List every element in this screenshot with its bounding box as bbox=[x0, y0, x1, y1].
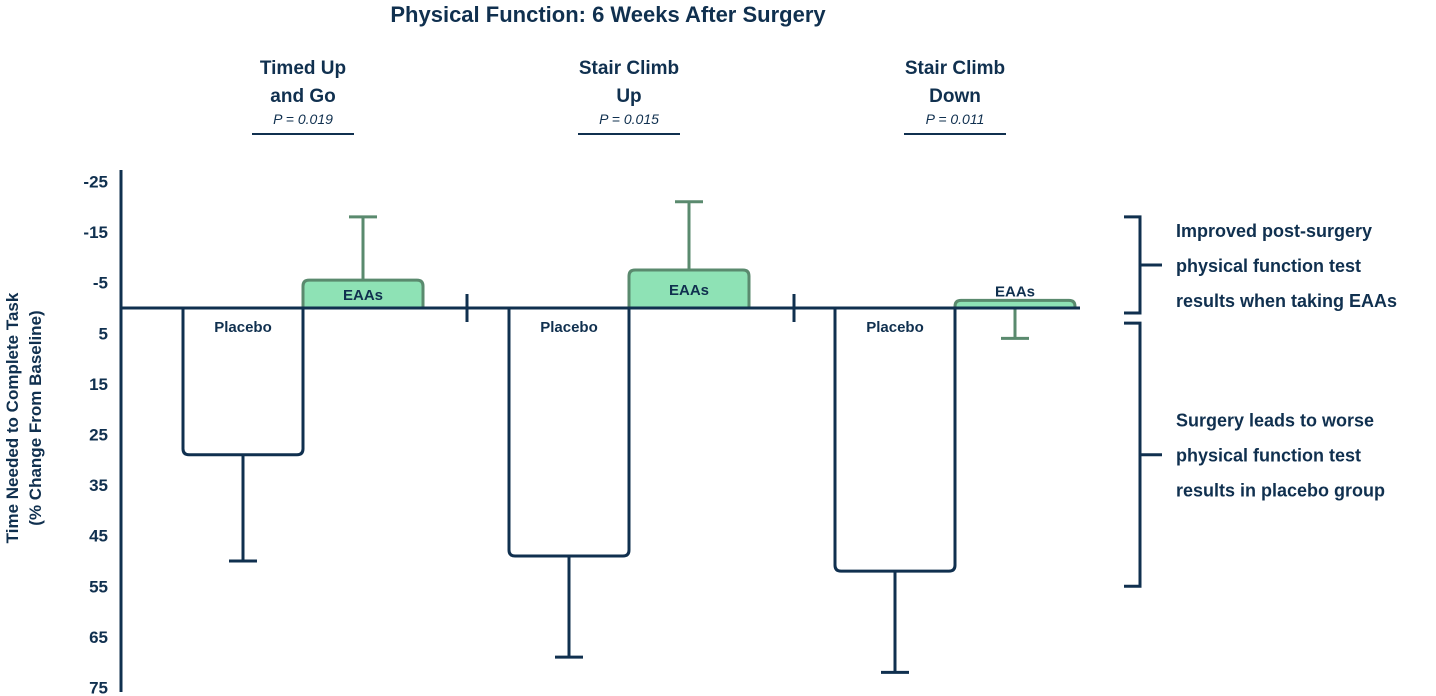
p-value: P = 0.015 bbox=[599, 111, 659, 127]
y-tick-label: 15 bbox=[89, 375, 108, 394]
y-axis-label: Time Needed to Complete Task(% Change Fr… bbox=[3, 292, 45, 543]
bar-placebo bbox=[833, 308, 957, 573]
bar-eaas bbox=[627, 268, 751, 310]
bar-placebo bbox=[507, 308, 631, 558]
group-label: Down bbox=[929, 86, 981, 107]
y-tick-label: 65 bbox=[89, 628, 108, 647]
y-tick-label: 45 bbox=[89, 527, 108, 546]
annotation-bracket bbox=[1124, 321, 1162, 588]
y-axis-label-line: Time Needed to Complete Task bbox=[3, 292, 22, 543]
bar-label: EAAs bbox=[995, 283, 1035, 300]
annotation-text: physical function test bbox=[1176, 446, 1361, 466]
bar-label: EAAs bbox=[343, 287, 383, 304]
group-label: Up bbox=[616, 86, 641, 107]
y-tick-label: 55 bbox=[89, 577, 108, 596]
group-label: Stair Climb bbox=[579, 58, 679, 79]
y-tick-label: -15 bbox=[83, 223, 108, 242]
y-tick-label: 35 bbox=[89, 476, 108, 495]
bar-label: Placebo bbox=[214, 319, 272, 336]
bar-placebo bbox=[181, 308, 305, 457]
annotation-text: Surgery leads to worse bbox=[1176, 411, 1374, 431]
p-value: P = 0.011 bbox=[926, 111, 985, 127]
annotation-text: results in placebo group bbox=[1176, 481, 1385, 501]
bar-eaas bbox=[953, 298, 1077, 310]
bar-eaas bbox=[301, 278, 425, 310]
y-tick-label: -5 bbox=[93, 274, 108, 293]
y-tick-label: 5 bbox=[99, 324, 108, 343]
annotation-text: Improved post-surgery bbox=[1176, 221, 1372, 241]
bar-label: Placebo bbox=[866, 319, 924, 336]
y-axis-label-line: (% Change From Baseline) bbox=[26, 310, 45, 525]
y-tick-label: -25 bbox=[83, 173, 108, 192]
group-label: Stair Climb bbox=[905, 58, 1005, 79]
annotation-bracket bbox=[1124, 215, 1162, 315]
chart-title: Physical Function: 6 Weeks After Surgery bbox=[390, 2, 826, 27]
p-value: P = 0.019 bbox=[273, 111, 333, 127]
annotation-text: physical function test bbox=[1176, 256, 1361, 276]
y-tick-label: 75 bbox=[89, 679, 108, 696]
bar-label: EAAs bbox=[669, 282, 709, 299]
bar-label: Placebo bbox=[540, 319, 598, 336]
group-label: and Go bbox=[270, 86, 335, 107]
annotation-text: results when taking EAAs bbox=[1176, 291, 1397, 311]
y-tick-label: 25 bbox=[89, 426, 108, 445]
group-label: Timed Up bbox=[260, 58, 346, 79]
